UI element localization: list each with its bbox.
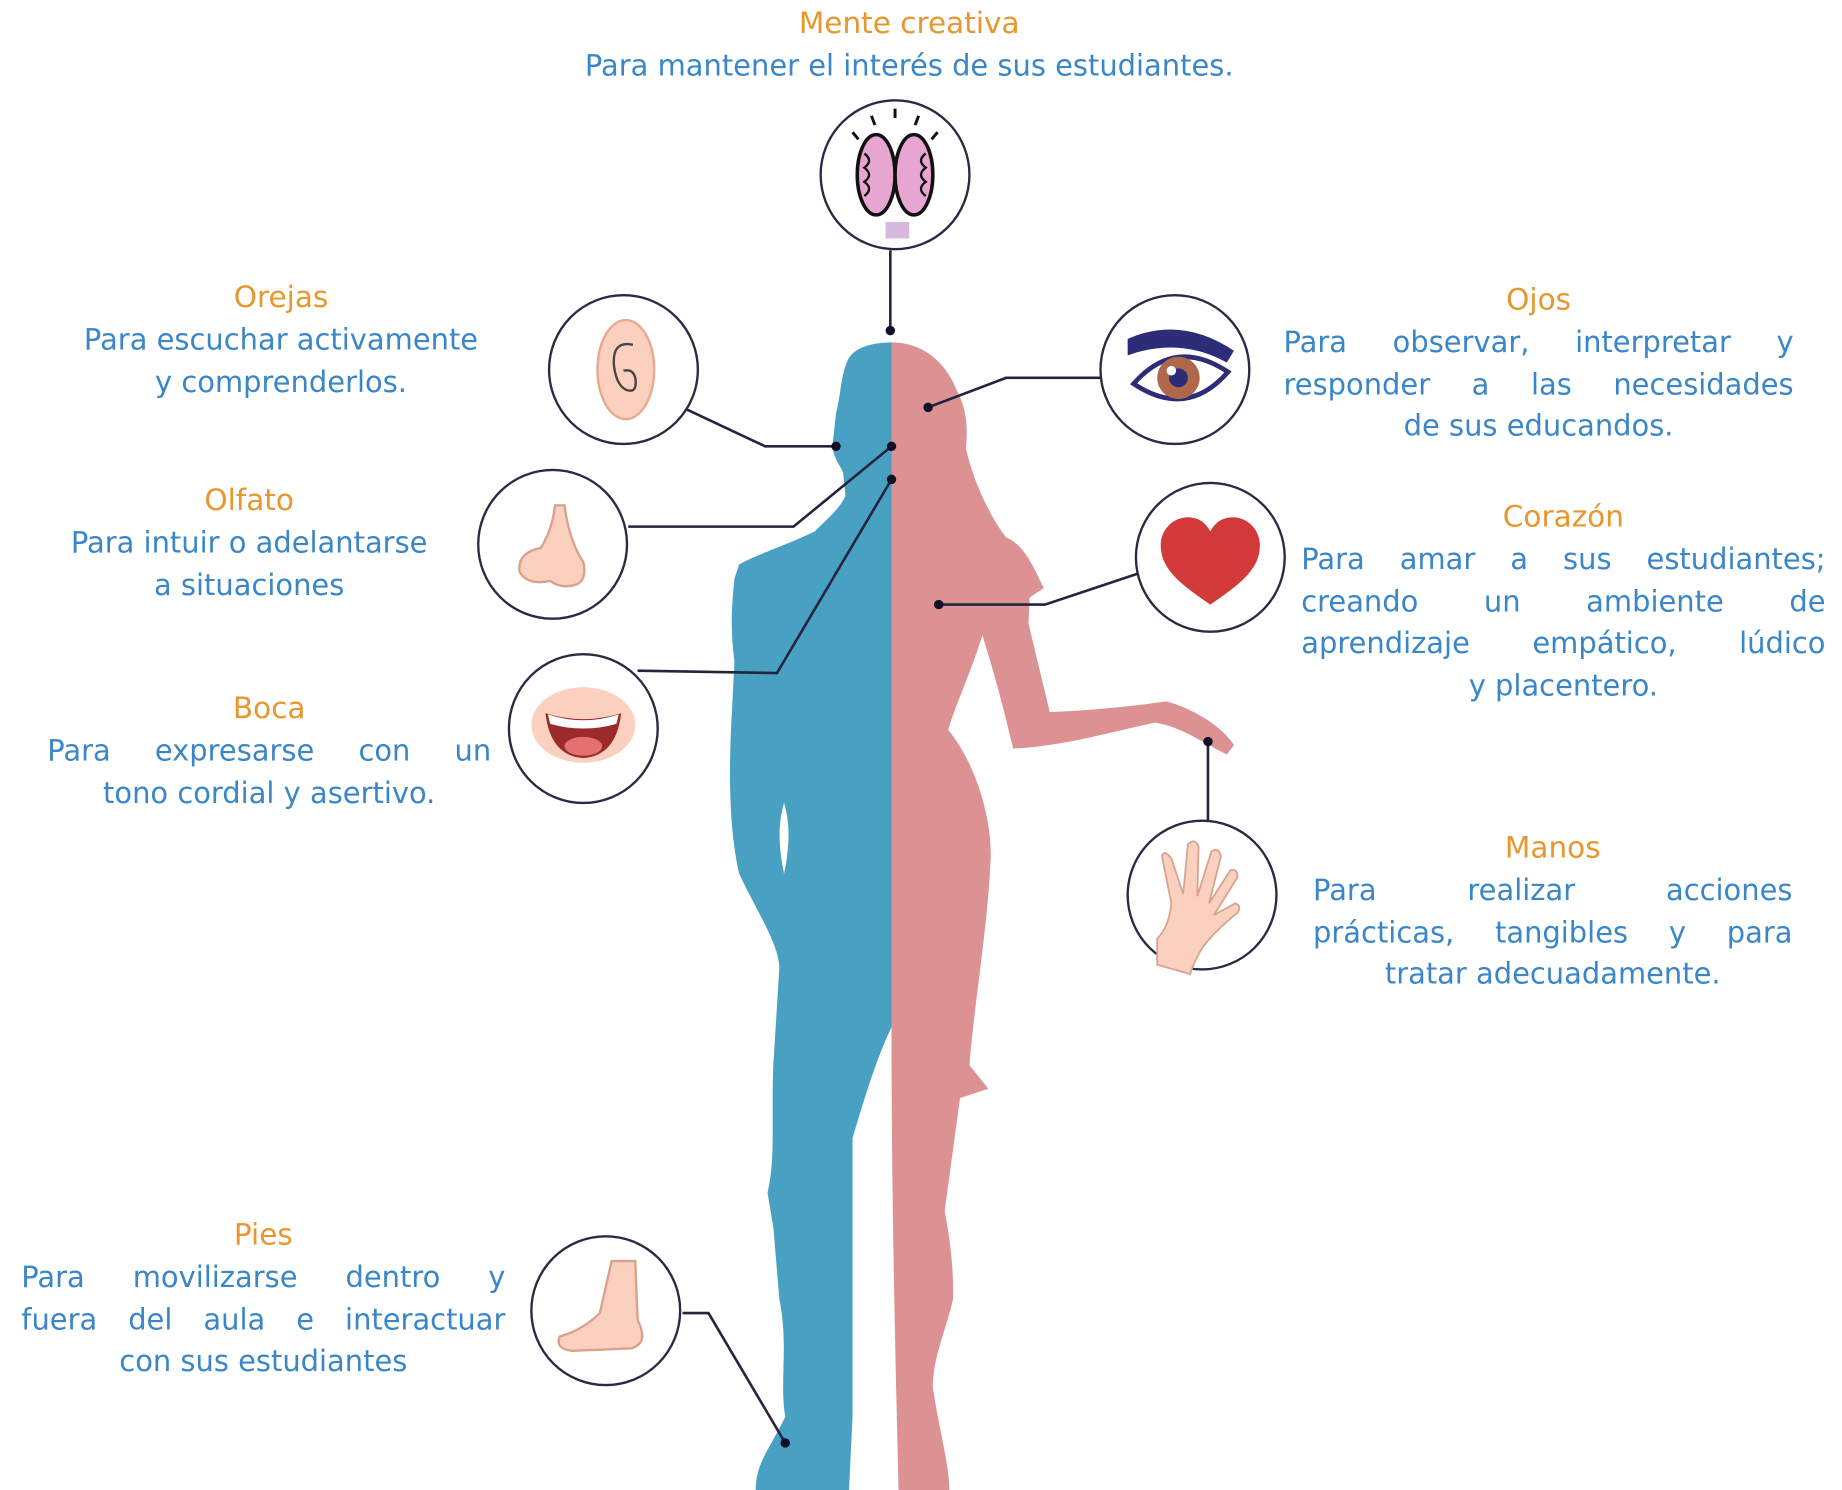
- mente-creativa-heading: Mente creativa: [798, 5, 1020, 41]
- pies-heading: Pies: [233, 1217, 293, 1252]
- olfato-block: Olfato Para intuir o adelantarse a situa…: [21, 479, 477, 605]
- corazon-line: aprendizaje empático, lúdico: [1301, 625, 1826, 661]
- orejas-heading: Orejas: [233, 279, 329, 315]
- manos-line: prácticas, tangibles y para: [1313, 914, 1793, 949]
- ojos-line: Para observar, interpretar y: [1283, 324, 1794, 359]
- mouth-icon: [531, 687, 636, 763]
- manos-block: Manos Para realizar acciones prácticas, …: [1313, 827, 1792, 995]
- eye-icon: [1127, 329, 1234, 402]
- corazon-line: creando un ambiente de: [1301, 583, 1826, 619]
- boca-line: tono cordial y asertivo.: [103, 775, 436, 810]
- female-silhouette: [891, 342, 1234, 1490]
- pies-line: Para movilizarse dentro y: [21, 1259, 506, 1295]
- boca-line: Para expresarse con un: [47, 733, 492, 768]
- olfato-line: Para intuir o adelantarse: [70, 525, 428, 560]
- male-hand-gap: [779, 802, 789, 874]
- nose-icon: [518, 504, 586, 588]
- orejas-block: Orejas Para escuchar activamente y compr…: [24, 276, 539, 402]
- ojos-line: responder a las necesidades: [1283, 366, 1794, 401]
- pies-block: Pies Para movilizarse dentro y fuera del…: [21, 1214, 505, 1382]
- ear-icon: [596, 318, 656, 421]
- manos-heading: Manos: [1504, 830, 1601, 865]
- mente-creativa-line: Para mantener el interés de sus estudian…: [584, 48, 1234, 83]
- corazon-line: y placentero.: [1468, 667, 1659, 702]
- pies-line: con sus estudiantes: [119, 1343, 408, 1378]
- manos-line: Para realizar acciones: [1313, 872, 1793, 907]
- manos-line: tratar adecuadamente.: [1384, 956, 1721, 991]
- corazon-block: Corazón Para amar a sus estudiantes; cre…: [1301, 496, 1825, 706]
- ojos-block: Ojos Para observar, interpretar y respon…: [1284, 279, 1794, 447]
- connector-lines: [628, 250, 1210, 1444]
- male-silhouette: [729, 342, 892, 1490]
- ojos-line: de sus educandos.: [1403, 408, 1674, 443]
- brain-icon: [851, 108, 939, 239]
- foot-icon: [557, 1259, 644, 1353]
- olfato-line: a situaciones: [154, 567, 345, 602]
- orejas-line: Para escuchar activamente: [83, 322, 479, 357]
- corazon-line: Para amar a sus estudiantes;: [1301, 541, 1826, 577]
- pies-line: fuera del aula e interactuar: [21, 1301, 506, 1337]
- connector-dots: [780, 325, 1213, 1448]
- boca-heading: Boca: [232, 690, 306, 726]
- heart-icon: [1160, 517, 1260, 605]
- corazon-heading: Corazón: [1502, 499, 1624, 534]
- ojos-heading: Ojos: [1506, 282, 1572, 317]
- mente-creativa-block: Mente creativa Para mantener el interés …: [496, 2, 1323, 86]
- hand-icon: [1156, 840, 1241, 976]
- orejas-line: y comprenderlos.: [155, 364, 407, 399]
- olfato-heading: Olfato: [204, 482, 294, 518]
- boca-block: Boca Para expresarse con un tono cordial…: [47, 687, 491, 813]
